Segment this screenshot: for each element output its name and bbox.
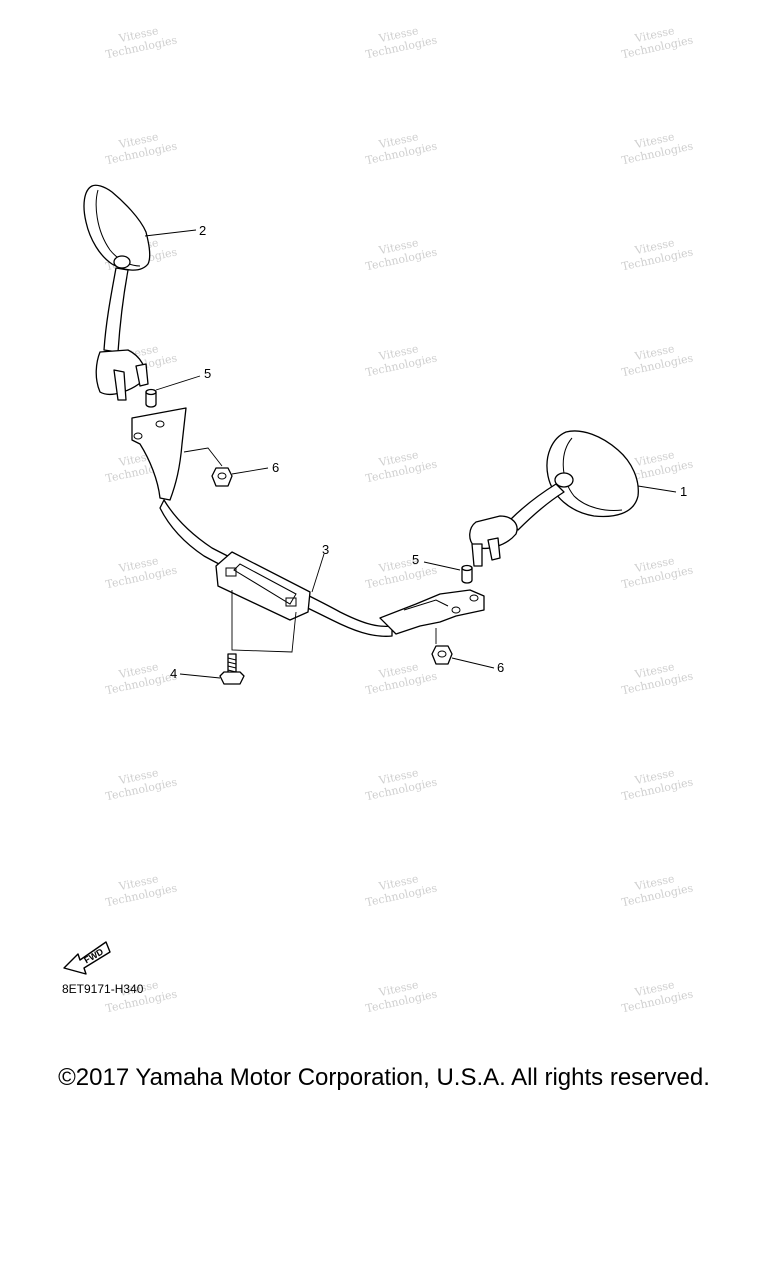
parts-diagram: 2 5 6 1 3 5 6 4 (83, 184, 687, 685)
callout-3: 3 (322, 542, 329, 557)
mirror-stay-bracket[interactable] (131, 407, 485, 637)
callout-1: 1 (680, 484, 687, 499)
callout-6-left: 6 (272, 460, 279, 475)
callout-2: 2 (199, 223, 206, 238)
callout-5-right: 5 (412, 552, 419, 567)
callout-5-left: 5 (204, 366, 211, 381)
nut-right[interactable] (431, 645, 453, 665)
nut-left[interactable] (211, 467, 233, 487)
diagram-code: 8ET9171-H340 (62, 982, 144, 996)
copyright-notice: ©2017 Yamaha Motor Corporation, U.S.A. A… (58, 1064, 710, 1091)
right-mirror[interactable] (469, 430, 639, 567)
fwd-arrow-icon: FWD (63, 941, 111, 975)
left-mirror[interactable] (83, 184, 151, 401)
collar-left[interactable] (145, 388, 157, 408)
callout-4: 4 (170, 666, 177, 681)
collar-right[interactable] (461, 564, 473, 584)
bolt[interactable] (219, 653, 245, 685)
callout-6-right: 6 (497, 660, 504, 675)
